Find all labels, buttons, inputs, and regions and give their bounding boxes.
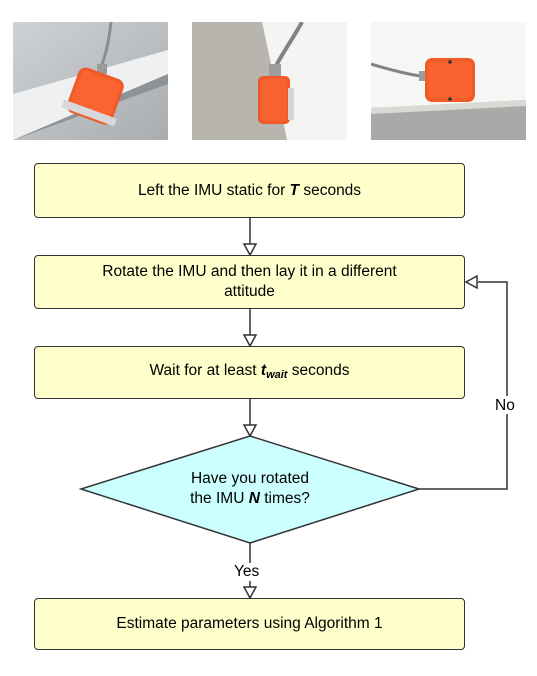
- imu-photo-upright: [192, 22, 347, 140]
- arrowhead-step2: [242, 243, 258, 257]
- step-static-box: Left the IMU static for T seconds: [34, 163, 465, 218]
- step-estimate-text: Estimate parameters using Algorithm 1: [116, 615, 383, 632]
- yes-label-bg: [238, 563, 264, 581]
- arrowhead-step4: [242, 586, 258, 600]
- arrowhead-decision: [242, 424, 258, 438]
- step-rotate-text: Rotate the IMU and then lay it in a diff…: [102, 263, 397, 300]
- no-label: No: [495, 397, 515, 414]
- yes-label: Yes: [234, 563, 260, 580]
- decision-diamond: [78, 435, 422, 544]
- arrowhead-step3: [242, 334, 258, 348]
- no-label-bg: [494, 396, 520, 414]
- step-static-text: Left the IMU static for T seconds: [137, 181, 362, 199]
- arrowhead-loop: [464, 274, 478, 290]
- step-rotate-box: Rotate the IMU and then lay it in a diff…: [34, 255, 465, 309]
- imu-photo-tilted: [13, 22, 168, 140]
- imu-photo-flat: [371, 22, 526, 140]
- step-wait-box: Wait for at least twait seconds: [34, 346, 465, 399]
- step-estimate-box: Estimate parameters using Algorithm 1: [34, 598, 465, 650]
- arrow-no-loop: [419, 281, 508, 490]
- step-wait-text: Wait for at least twait seconds: [149, 361, 350, 381]
